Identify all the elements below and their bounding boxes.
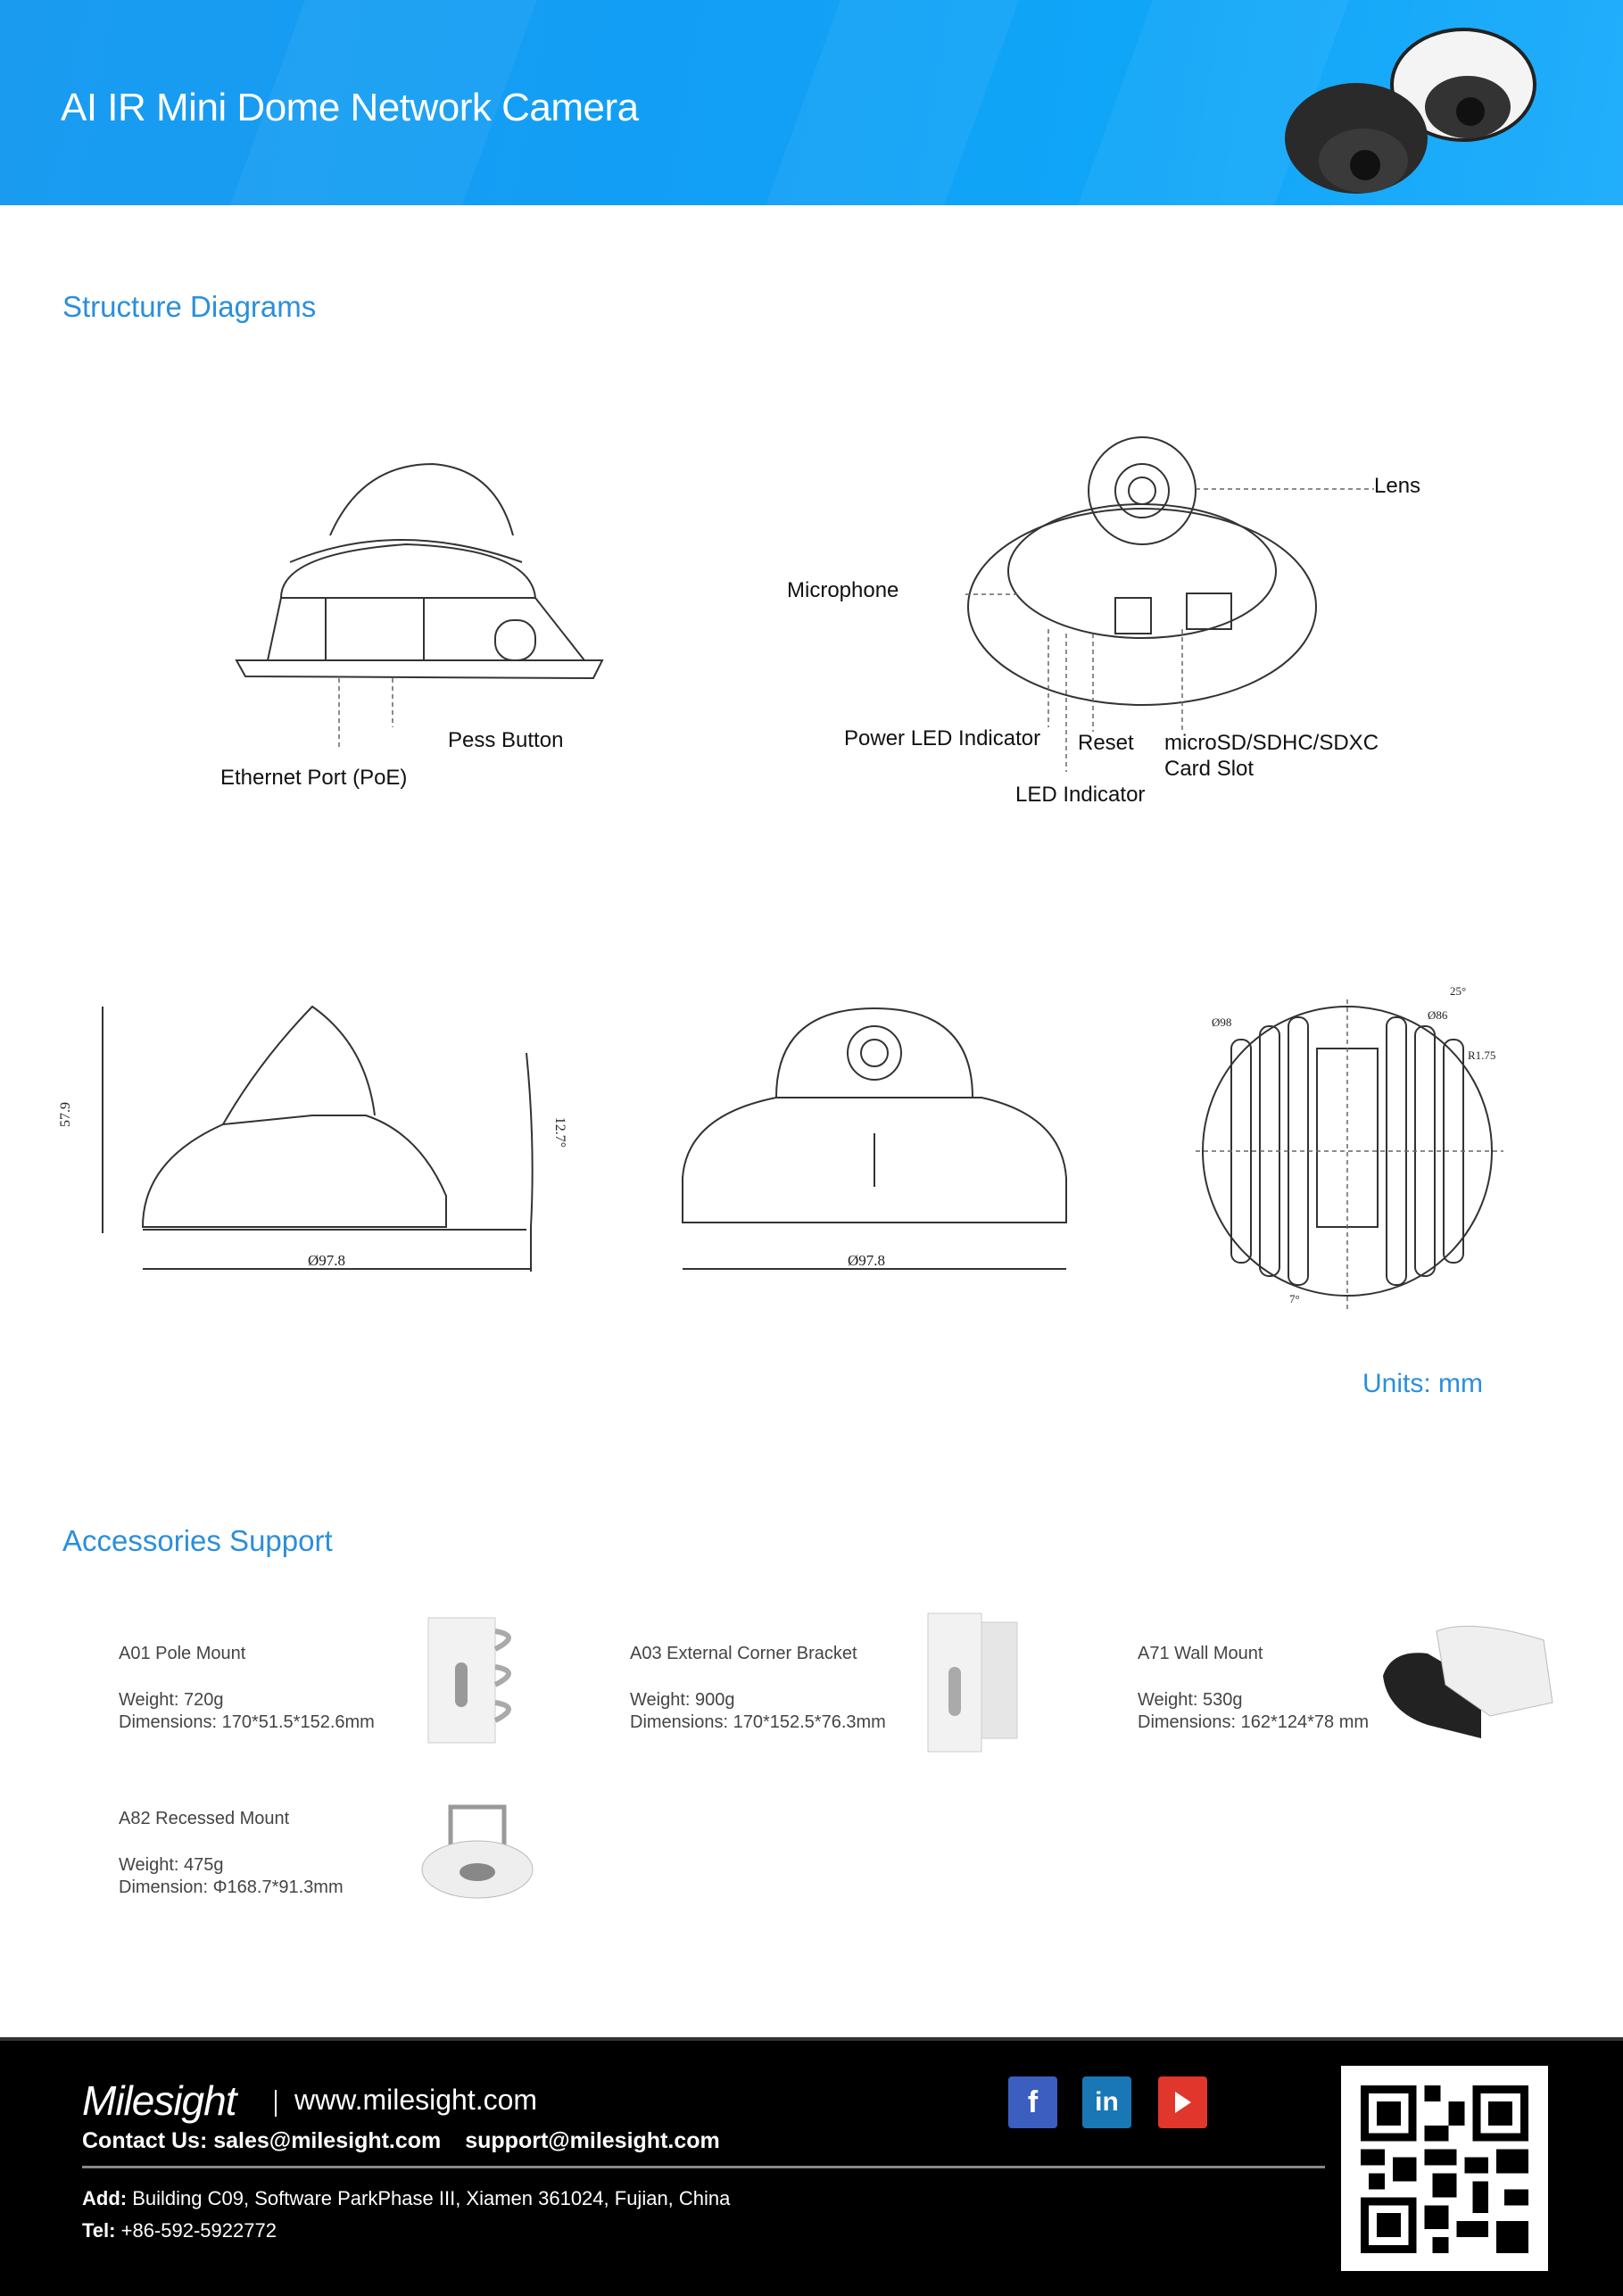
label-led-indicator: LED Indicator — [1015, 783, 1146, 807]
accessory-a82: A82 Recessed Mount Weight: 475g Dimensio… — [119, 1808, 344, 1899]
accessory-dimensions: Dimensions: 162*124*78 mm — [1138, 1712, 1370, 1732]
address-label: Add: — [82, 2187, 128, 2209]
dim-r175: R1.75 — [1468, 1049, 1496, 1062]
accessory-weight: Weight: 720g — [119, 1690, 224, 1710]
accessory-weight: Weight: 530g — [1138, 1690, 1243, 1710]
front-dimension-drawing — [682, 1007, 1067, 1270]
dim-7deg: 7° — [1289, 1292, 1300, 1305]
dim-d98: Ø98 — [1212, 1015, 1232, 1029]
logo-divider — [275, 2090, 277, 2117]
dim-25deg: 25° — [1450, 984, 1467, 998]
accessory-name: A01 Pole Mount — [119, 1644, 246, 1663]
accessory-name: A71 Wall Mount — [1138, 1644, 1263, 1663]
wall-mount-image — [1383, 1625, 1553, 1738]
structure-diagrams-heading: Structure Diagrams — [62, 290, 317, 323]
label-reset: Reset — [1078, 731, 1134, 755]
sales-email[interactable]: sales@milesight.com — [213, 2128, 442, 2153]
accessory-a03: A03 External Corner Bracket Weight: 900g… — [630, 1643, 886, 1734]
camera-bottom-view-diagram — [965, 436, 1374, 772]
website-link[interactable]: www.milesight.com — [294, 2084, 538, 2116]
accessory-dimensions: Dimensions: 170*152.5*76.3mm — [630, 1712, 886, 1732]
label-power-led: Power LED Indicator — [844, 726, 1041, 750]
facebook-icon[interactable]: f — [1008, 2076, 1057, 2128]
accessory-weight: Weight: 475g — [119, 1855, 224, 1875]
dim-diameter-front: Ø97.8 — [848, 1252, 886, 1269]
qr-code — [1341, 2066, 1548, 2271]
units-label: Units: mm — [1362, 1369, 1483, 1398]
accessory-a71: A71 Wall Mount Weight: 530g Dimensions: … — [1138, 1643, 1369, 1734]
accessory-dimensions: Dimension: Φ168.7*91.3mm — [119, 1877, 344, 1897]
support-email[interactable]: support@milesight.com — [465, 2128, 720, 2153]
accessory-a01: A01 Pole Mount Weight: 720g Dimensions: … — [119, 1643, 375, 1734]
label-microphone: Microphone — [787, 578, 899, 602]
pole-mount-image — [427, 1617, 511, 1744]
footer-divider — [82, 2166, 1325, 2168]
base-dimension-drawing — [1196, 999, 1503, 1312]
youtube-icon[interactable] — [1158, 2076, 1207, 2128]
header-banner: AI IR Mini Dome Network Camera — [0, 0, 1623, 205]
dim-height: 57.9 — [58, 1102, 73, 1127]
milesight-logo: Milesight — [82, 2077, 237, 2124]
accessory-dimensions: Dimensions: 170*51.5*152.6mm — [119, 1712, 375, 1732]
dim-d86: Ø86 — [1428, 1008, 1448, 1022]
dim-angle: 12.7° — [552, 1116, 568, 1148]
footer: Milesight www.milesight.com Contact Us: … — [0, 2037, 1623, 2296]
camera-product-image — [1285, 28, 1536, 194]
camera-side-cutaway-diagram — [235, 462, 604, 750]
contact-label: Contact Us: — [82, 2128, 208, 2153]
accessory-name: A82 Recessed Mount — [119, 1809, 290, 1828]
label-ethernet-port: Ethernet Port (PoE) — [220, 766, 408, 790]
linkedin-icon[interactable]: in — [1082, 2076, 1131, 2128]
label-lens: Lens — [1374, 474, 1421, 498]
accessories-heading: Accessories Support — [62, 1524, 333, 1557]
label-sd-slot: microSD/SDHC/SDXC — [1164, 731, 1379, 755]
accessory-name: A03 External Corner Bracket — [630, 1644, 857, 1663]
dim-diameter-side: Ø97.8 — [308, 1252, 346, 1269]
page-title: AI IR Mini Dome Network Camera — [61, 86, 639, 129]
tel: +86-592-5922772 — [120, 2219, 277, 2242]
label-sd-slot-line2: Card Slot — [1164, 757, 1255, 781]
recessed-mount-image — [421, 1804, 534, 1899]
corner-bracket-image — [927, 1612, 1018, 1753]
tel-label: Tel: — [82, 2219, 116, 2242]
address: Building C09, Software ParkPhase III, Xi… — [132, 2187, 731, 2209]
side-dimension-drawing — [102, 1005, 534, 1272]
label-press-button: Pess Button — [448, 728, 564, 752]
accessory-weight: Weight: 900g — [630, 1690, 735, 1710]
